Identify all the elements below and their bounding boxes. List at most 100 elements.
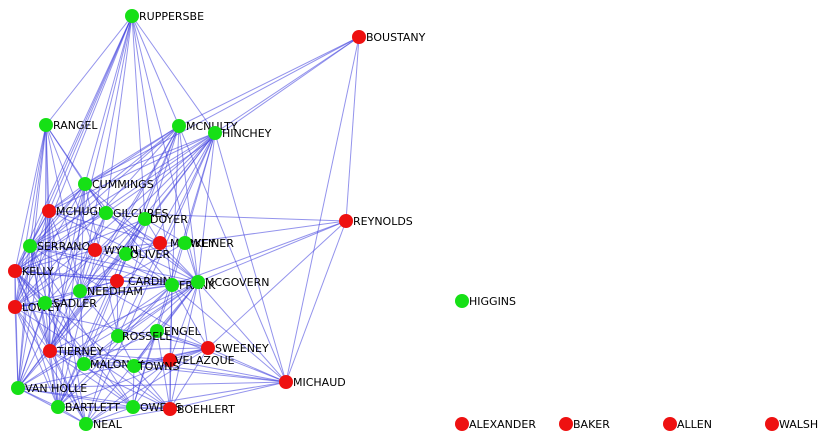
edge-rangel-serrano [29, 124, 47, 247]
node-engel[interactable]: ENGEL [150, 324, 202, 338]
node-marker[interactable] [201, 341, 215, 355]
node-allen[interactable]: ALLEN [663, 417, 712, 431]
node-marker[interactable] [127, 359, 141, 373]
edge-mcnulty-tierney [49, 125, 180, 352]
node-marker[interactable] [352, 30, 366, 44]
edge-boustany-gilchres [105, 36, 360, 214]
node-kelly[interactable]: KELLY [8, 264, 54, 278]
node-marker[interactable] [178, 236, 192, 250]
node-marker[interactable] [279, 375, 293, 389]
edge-gilchres-mcgovern [105, 212, 199, 283]
node-marker[interactable] [559, 417, 573, 431]
node-marker[interactable] [111, 329, 125, 343]
node-marker[interactable] [79, 417, 93, 431]
node-marker[interactable] [110, 274, 124, 288]
edge-mcgovern-towns [133, 281, 199, 367]
node-marker[interactable] [11, 381, 25, 395]
node-marker[interactable] [99, 206, 113, 220]
node-marker[interactable] [339, 214, 353, 228]
node-marker[interactable] [77, 357, 91, 371]
node-label: MCNULTY [186, 120, 238, 133]
node-label: MICHAUD [293, 376, 346, 389]
node-neal[interactable]: NEAL [79, 417, 123, 431]
node-baker[interactable]: BAKER [559, 417, 610, 431]
node-marker[interactable] [208, 126, 222, 140]
node-ruppersbe[interactable]: RUPPERSBE [125, 9, 204, 23]
node-marker[interactable] [23, 239, 37, 253]
node-hinchey[interactable]: HINCHEY [208, 126, 272, 140]
node-marker[interactable] [163, 353, 177, 367]
node-marker[interactable] [73, 284, 87, 298]
node-cummings[interactable]: CUMMINGS [78, 177, 154, 191]
node-reynolds[interactable]: REYNOLDS [339, 214, 413, 228]
node-marker[interactable] [42, 204, 56, 218]
node-marker[interactable] [163, 402, 177, 416]
node-towns[interactable]: TOWNS [127, 359, 179, 373]
edge-reynolds-michaud [285, 220, 347, 383]
node-marker[interactable] [43, 344, 57, 358]
edge-vanholle-boehlert [17, 387, 171, 410]
node-bartlett[interactable]: BARTLETT [51, 400, 120, 414]
node-weiner[interactable]: WEINER [178, 236, 234, 250]
edge-weiner-cardin [116, 242, 186, 282]
node-label: REYNOLDS [353, 215, 413, 228]
node-marker[interactable] [765, 417, 779, 431]
node-marker[interactable] [51, 400, 65, 414]
node-mcnulty[interactable]: MCNULTY [172, 119, 238, 133]
node-velazque[interactable]: VELAZQUE [163, 353, 235, 367]
edge-michaud-velazque [169, 359, 287, 383]
edge-ruppersbe-cummings [84, 15, 133, 185]
node-rossell[interactable]: ROSSELL [111, 329, 172, 343]
node-michaud[interactable]: MICHAUD [279, 375, 346, 389]
node-sadler[interactable]: SADLER [38, 296, 97, 310]
node-marker[interactable] [455, 417, 469, 431]
node-marker[interactable] [663, 417, 677, 431]
node-marker[interactable] [119, 247, 133, 261]
node-walsh[interactable]: WALSH [765, 417, 818, 431]
edge-lowey-tierney [14, 306, 51, 352]
edge-cummings-bartlett [57, 183, 86, 408]
node-marker[interactable] [38, 296, 52, 310]
edge-weiner-doyer [144, 218, 186, 244]
node-rangel[interactable]: RANGEL [39, 118, 98, 132]
node-marker[interactable] [165, 278, 179, 292]
node-mchugh[interactable]: MCHUGH [42, 204, 106, 218]
node-marker[interactable] [88, 243, 102, 257]
node-marker[interactable] [455, 294, 469, 308]
edge-engel-maloney [83, 330, 158, 365]
node-mcgovern[interactable]: MCGOVERN [191, 275, 270, 289]
node-cardin[interactable]: CARDIN [110, 274, 171, 288]
node-marker[interactable] [138, 212, 152, 226]
node-marker[interactable] [172, 119, 186, 133]
edge-reynolds-frank [171, 220, 347, 286]
node-higgins[interactable]: HIGGINS [455, 294, 516, 308]
edge-hinchey-neal [85, 132, 216, 425]
edge-cummings-needham [79, 183, 86, 292]
edge-ruppersbe-doyer [131, 15, 146, 220]
node-marker[interactable] [126, 400, 140, 414]
edge-neal-owens [85, 406, 134, 425]
node-sweeney[interactable]: SWEENEY [201, 341, 269, 355]
node-marker[interactable] [153, 236, 167, 250]
node-needham[interactable]: NEEDHAM [73, 284, 143, 298]
node-marker[interactable] [150, 324, 164, 338]
node-label: RUPPERSBE [139, 10, 204, 23]
edge-boustany-michaud [285, 36, 360, 383]
edge-sadler-vanholle [17, 302, 46, 389]
node-marker[interactable] [8, 300, 22, 314]
node-oliver[interactable]: OLIVER [119, 247, 171, 261]
node-vanholle[interactable]: VAN HOLLE [11, 381, 87, 395]
node-label: TOWNS [137, 360, 179, 373]
node-alexander[interactable]: ALEXANDER [455, 417, 536, 431]
node-tierney[interactable]: TIERNEY [43, 344, 104, 358]
edge-frank-engel [156, 284, 173, 332]
node-marker[interactable] [125, 9, 139, 23]
node-serrano[interactable]: SERRANO [23, 239, 91, 253]
node-boehlert[interactable]: BOEHLERT [163, 402, 235, 416]
node-marker[interactable] [191, 275, 205, 289]
node-marker[interactable] [78, 177, 92, 191]
node-marker[interactable] [8, 264, 22, 278]
node-marker[interactable] [39, 118, 53, 132]
node-boustany[interactable]: BOUSTANY [352, 30, 426, 44]
node-doyer[interactable]: DOYER [138, 212, 188, 226]
